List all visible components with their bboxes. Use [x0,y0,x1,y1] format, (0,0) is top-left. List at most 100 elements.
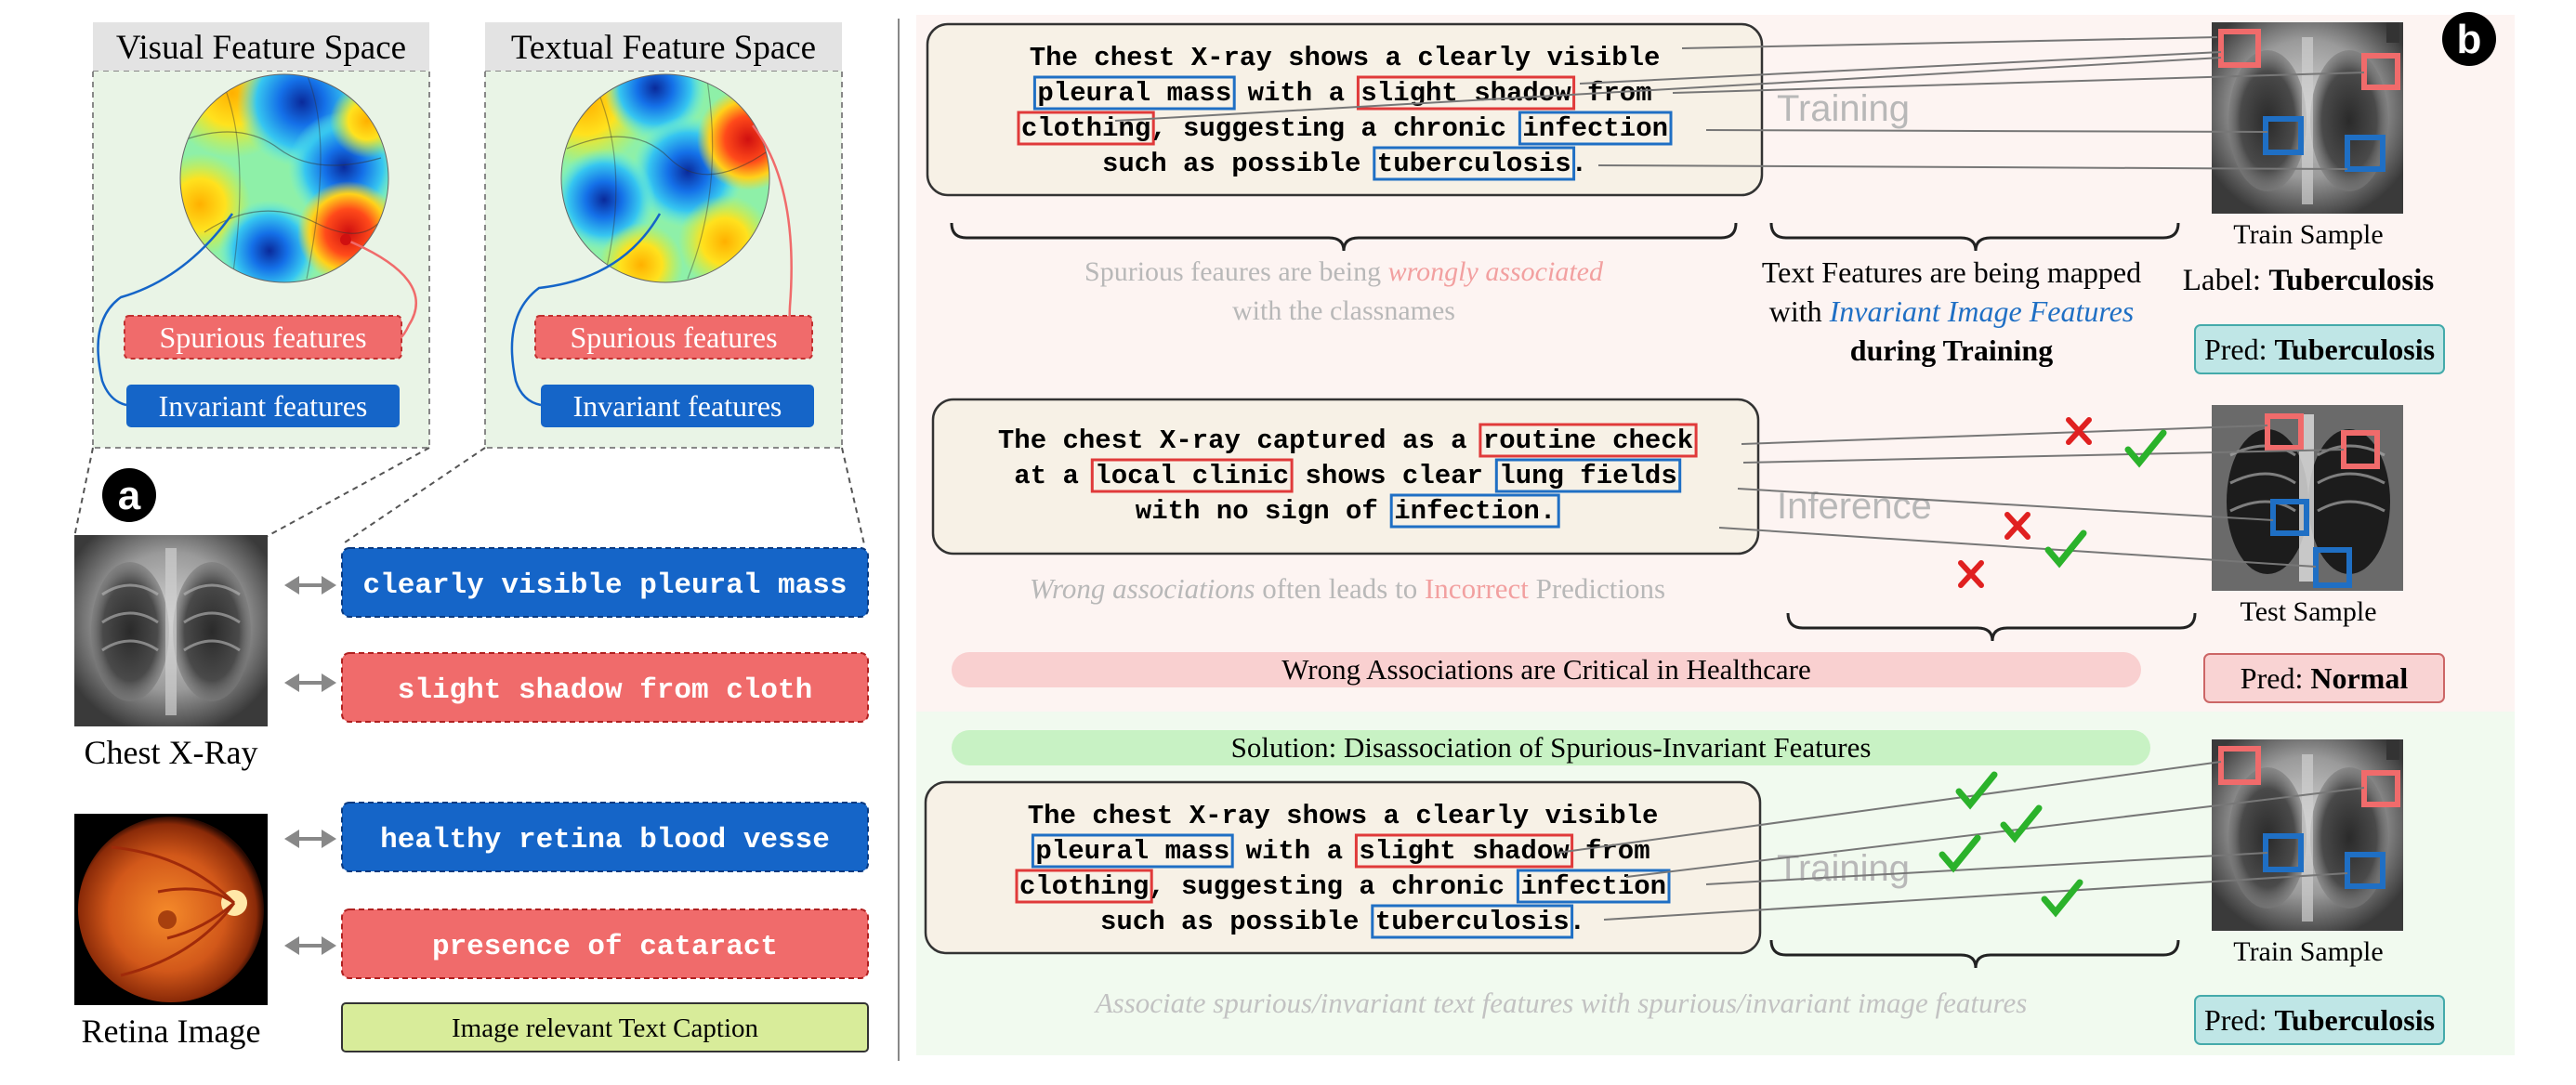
zoom-line [341,447,486,545]
spurious-note: Spurious feaures are being wrongly assoc… [1084,256,1604,287]
solution-caption-box [924,780,1762,955]
caption-text-segment: with no sign of [1136,496,1394,527]
brace-inference [1786,612,2197,642]
caption-text-segment: pleural mass [1035,836,1229,867]
label-line: Label: Tuberculosis [2183,264,2435,297]
cross-icon [1958,560,1984,588]
caption-text-segment: with a [1229,836,1359,867]
caption-text-segment: routine check [1483,425,1693,456]
check-icon [2124,429,2167,468]
caption-text-segment: clothing [1021,113,1150,144]
text-feature-label: clearly visible pleural mass [363,569,848,602]
visual-feature-map [180,74,388,282]
zoom-line [841,447,865,545]
solution-banner-text: Solution: Disassociation of Spurious-Inv… [1231,731,1872,764]
visual-space-title: Visual Feature Space [116,29,406,67]
visual-spurious-pill [124,315,402,359]
solution-xray-image [2212,739,2403,931]
caption-text-segment: The chest X-ray shows a clearly visible [1030,43,1661,73]
solution-banner [952,730,2150,765]
mapped-note-line1: Text Features are being mapped [1762,255,2141,289]
caption-text-segment: , suggesting a chronic [1149,871,1520,902]
caption-text-segment: pleural mass [1037,78,1231,109]
panel-a-badge [102,468,156,522]
test-box-red [2265,413,2304,451]
brace-spurious [950,222,1738,252]
double-arrow-icon [284,830,336,848]
caption-text-segment: slight shadow [1360,78,1571,109]
zoom-line [265,447,430,538]
caption-text-segment: . [1571,149,1587,179]
association-lines [1114,36,2365,921]
train-caption-box [926,22,1764,197]
associate-note: Associate spurious/invariant text featur… [1094,987,2028,1019]
test-box-blue [2270,499,2309,536]
caption-text-segment: lung fields [1499,461,1676,491]
critical-banner [952,652,2141,687]
caption-text-segment: from [1570,836,1650,867]
solution-caption: The chest X-ray shows a clearly visiblep… [1015,801,1671,939]
pred-train-box [2194,324,2445,374]
caption-text-segment: with a [1231,78,1360,109]
invariant-phrase-box [1371,904,1574,939]
invariant-phrase-box [1494,458,1682,493]
caption-text-segment: such as possible [1100,907,1375,937]
textual-spurious-label: Spurious features [570,320,777,354]
wrong-assoc-note: Wrong associations often leads to Incorr… [1030,572,1665,605]
caption-text-segment: clothing [1019,871,1149,902]
invariant-phrase-box [1032,75,1236,111]
cross-icon [2066,417,2092,445]
train-box-blue [2345,135,2385,172]
train-caption: The chest X-ray shows a clearly visible p… [1017,43,1673,181]
textual-invariant-pill [541,385,814,427]
legend-label: Image relevant Text Caption [452,1013,759,1043]
visual-space-header [93,22,429,71]
check-icon [1955,771,1998,810]
zoom-line [73,447,94,538]
invariant-phrase-box [1516,869,1671,904]
text-feature-spurious-1 [341,652,869,723]
invariant-phrase-box [1389,493,1560,529]
caption-text-segment: local clinic [1095,461,1289,491]
spurious-note-line2: with the classnames [1232,295,1455,326]
training-watermark-2: Training [1777,848,1910,889]
panel-b-badge [2442,12,2496,66]
check-icon [1939,834,1981,873]
test-sample-label: Test Sample [2240,596,2376,627]
textual-invariant-label: Invariant features [573,389,782,423]
train-box-blue [2263,116,2304,155]
caption-text-segment: tuberculosis [1375,907,1570,937]
spurious-phrase-box [1356,75,1576,111]
visual-invariant-label: Invariant features [159,389,368,423]
train-box-red [2218,29,2261,68]
test-caption-box [931,398,1760,556]
mapped-note-line3: during Training [1850,333,2053,367]
panel-a-badge-letter: a [118,473,141,518]
caption-text-segment: at a [1014,461,1095,491]
caption-text-segment: infection [1520,871,1666,902]
pred-test-box [2203,653,2445,703]
check-icon [2044,529,2087,569]
visual-invariant-pill [126,385,400,427]
critical-banner-text: Wrong Associations are Critical in Healt… [1281,653,1810,686]
train-sample-label: Train Sample [2233,219,2383,250]
pred-test-text: Pred: Normal [2241,661,2409,695]
text-feature-label: slight shadow from cloth [398,674,812,707]
train-xray-image [2212,22,2403,214]
test-caption: The chest X-ray captured as a routine ch… [998,423,1698,529]
textual-invariant-curve [510,213,662,407]
train-box-red [2361,53,2400,90]
text-feature-invariant-2 [341,802,869,872]
brace-mapped [1769,222,2180,252]
text-feature-spurious-2 [341,909,869,979]
double-arrow-icon [284,936,336,955]
double-arrow-icon [284,673,336,692]
pred-train-text: Pred: Tuberculosis [2204,333,2435,366]
text-feature-label: healthy retina blood vesse [380,824,830,856]
pred-solution-text: Pred: Tuberculosis [2204,1003,2435,1037]
spurious-phrase-box [1017,111,1155,146]
check-icon [2041,879,2083,918]
check-icon [2000,804,2043,843]
caption-text-segment: The chest X-ray captured as a [998,425,1483,456]
sol-box-blue [2345,852,2385,889]
